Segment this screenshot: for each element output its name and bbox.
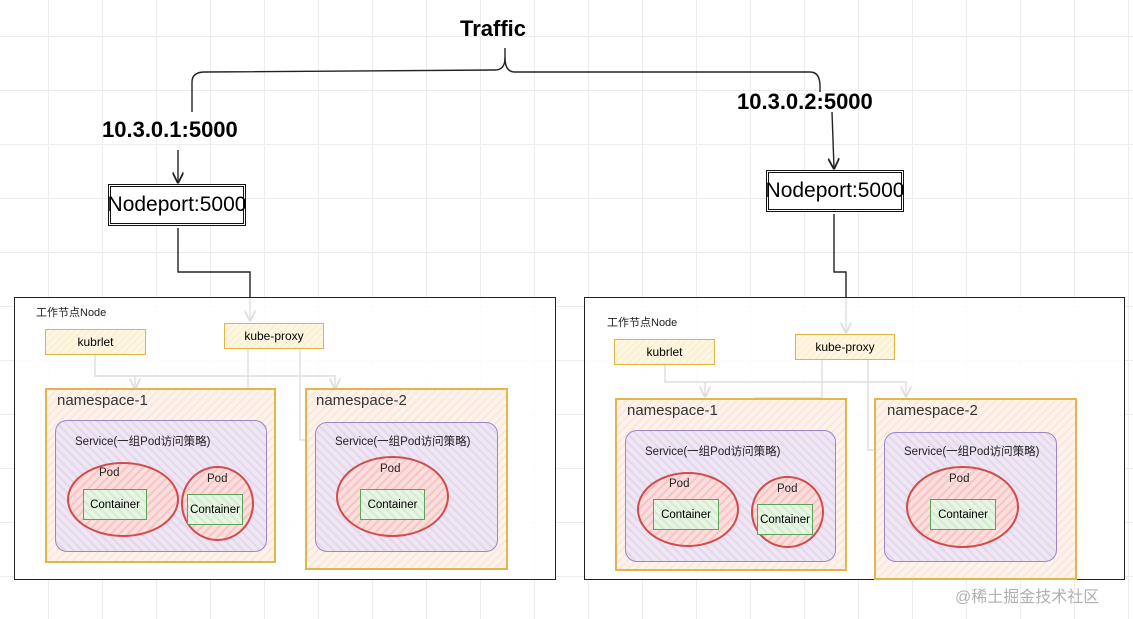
left-ns1-pod-2-title: Pod [207, 473, 228, 485]
left-kube-proxy: kube-proxy [224, 323, 324, 349]
traffic-label: Traffic [460, 16, 527, 41]
right-ns2-pod-1-container: Container [930, 499, 996, 530]
left-ns1-service-label: Service(一组Pod访问策略) [75, 436, 211, 448]
right-kubelet: kubrlet [614, 339, 715, 365]
right-namespace-2-title: namespace-2 [887, 402, 978, 419]
right-ip-to-nodeport [832, 111, 834, 168]
right-ns1-pod-1-container: Container [653, 499, 719, 530]
left-namespace-2-title: namespace-2 [316, 392, 407, 409]
right-ns1-pod-2-container: Container [757, 504, 813, 535]
right-ip-label: 10.3.0.2:5000 [737, 89, 873, 114]
right-ns2-pod-1-title: Pod [949, 473, 970, 485]
right-worker-node-title: 工作节点Node [607, 317, 678, 329]
right-ns2-service-label: Service(一组Pod访问策略) [904, 446, 1040, 458]
left-namespace-1-title: namespace-1 [57, 392, 148, 409]
left-ns2-pod-1-title: Pod [380, 463, 401, 475]
left-nodeport-to-proxy [177, 228, 250, 320]
left-kubelet: kubrlet [45, 329, 146, 355]
left-ns1-pod-2-container: Container [187, 494, 243, 525]
left-ns1-pod-1-title: Pod [99, 467, 120, 479]
right-kube-proxy: kube-proxy [795, 334, 895, 360]
left-ns1-pod-1-container: Container [83, 489, 147, 520]
right-ns1-pod-2-title: Pod [777, 483, 798, 495]
watermark: @稀土掘金技术社区 [955, 589, 1100, 606]
left-ns2-pod-1-container: Container [360, 489, 425, 520]
left-ip-label: 10.3.0.1:5000 [102, 117, 238, 142]
left-ns2-service-label: Service(一组Pod访问策略) [335, 436, 471, 448]
left-nodeport: Nodeport:5000 [108, 184, 246, 226]
left-worker-node-title: 工作节点Node [36, 307, 107, 319]
right-namespace-1-title: namespace-1 [627, 402, 718, 419]
right-ns1-pod-1-title: Pod [669, 478, 690, 490]
right-ns1-service-label: Service(一组Pod访问策略) [645, 446, 781, 458]
right-nodeport: Nodeport:5000 [766, 170, 904, 212]
traffic-brace [191, 48, 506, 112]
